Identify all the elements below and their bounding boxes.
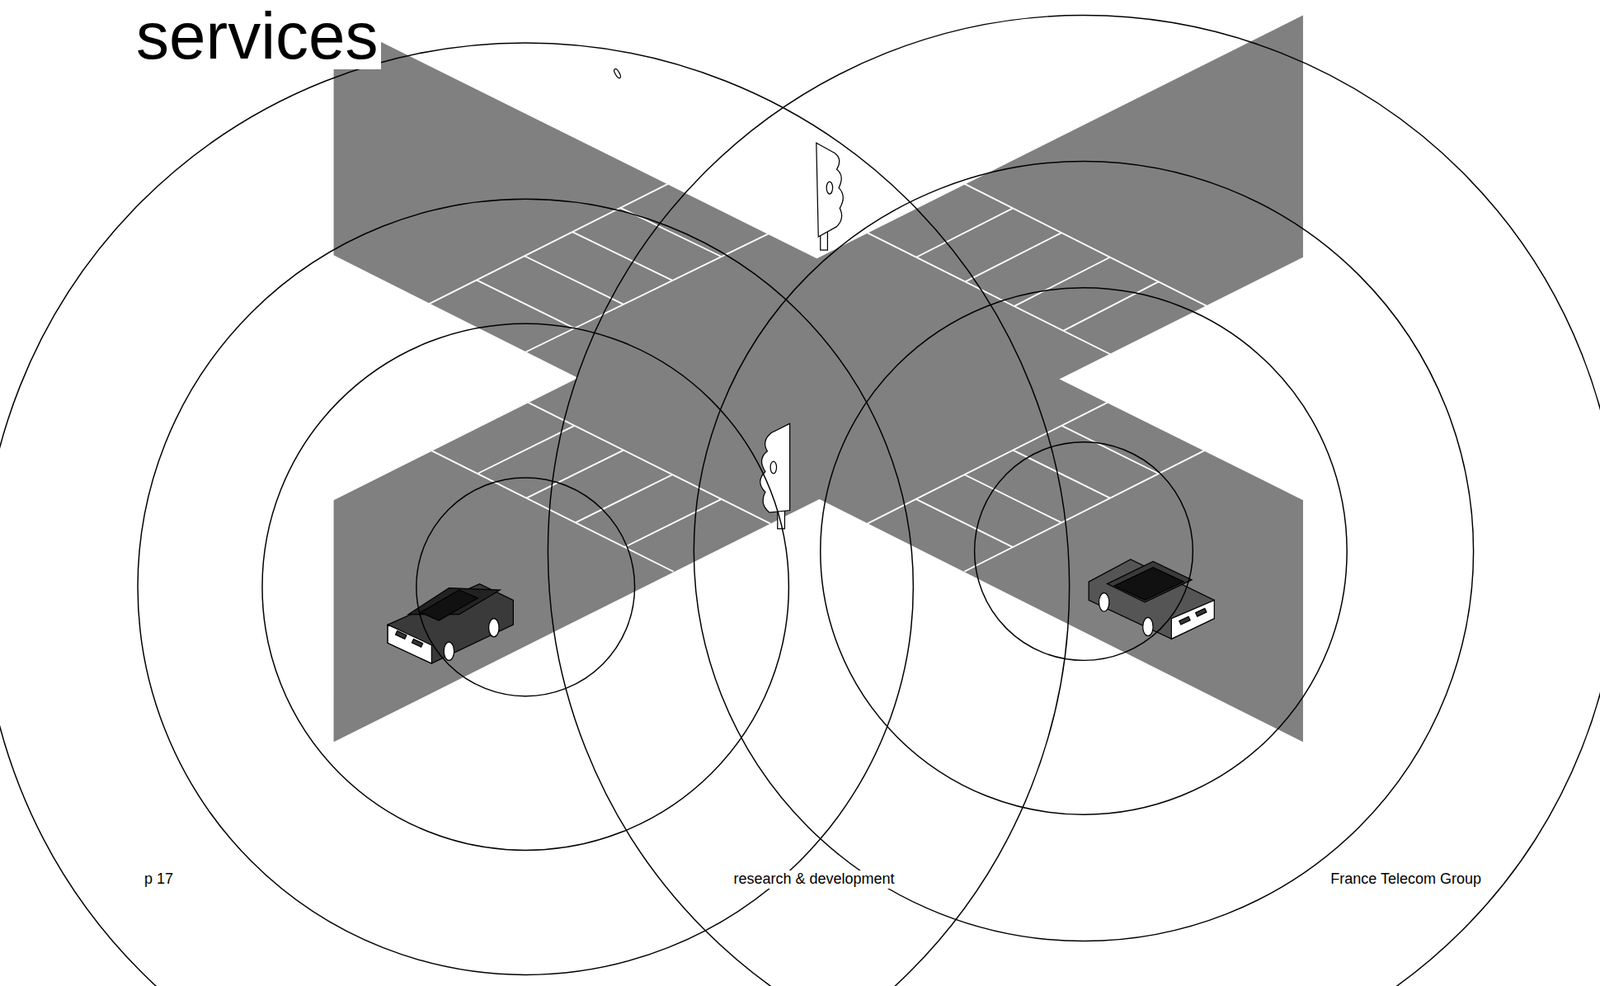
signal-rings	[0, 15, 1600, 986]
parking-line	[524, 255, 624, 305]
cars	[387, 559, 1215, 664]
signal-ring	[693, 160, 1473, 941]
signal-ring	[0, 42, 1070, 986]
traffic-lights	[612, 67, 843, 528]
signal-ring	[547, 15, 1600, 986]
parking-line	[525, 400, 771, 523]
parking-line	[572, 231, 673, 281]
car	[387, 583, 513, 664]
parking-line	[476, 279, 575, 328]
parking-line	[916, 498, 1014, 547]
footer-text: p 17	[142, 870, 175, 889]
signal-ring	[262, 323, 789, 850]
parking-line	[1061, 425, 1159, 474]
parking-line	[477, 425, 575, 474]
parking-line	[964, 232, 1062, 282]
car	[1088, 559, 1215, 639]
parking-line	[526, 450, 624, 499]
road-band	[334, 15, 1304, 743]
signal-ring	[416, 477, 636, 697]
parking-markings	[428, 183, 1208, 572]
signal-ring	[820, 287, 1347, 815]
parking-line	[964, 474, 1062, 523]
parking-line	[428, 183, 669, 305]
signal-ring	[974, 442, 1194, 661]
slide-title: services	[132, 3, 382, 70]
footer-text: France Telecom Group	[1328, 870, 1483, 889]
parking-line	[916, 207, 1013, 257]
road-cross	[334, 15, 1304, 743]
parking-line	[867, 400, 1111, 523]
parking-line	[624, 498, 722, 547]
parking-line	[525, 232, 771, 353]
traffic-light	[816, 142, 843, 250]
footer-text: research & development	[731, 870, 896, 889]
parking-line	[428, 448, 674, 571]
parking-line	[1014, 257, 1111, 306]
parking-line	[964, 448, 1207, 571]
signal-ring	[137, 198, 913, 975]
parking-line	[867, 232, 1113, 355]
